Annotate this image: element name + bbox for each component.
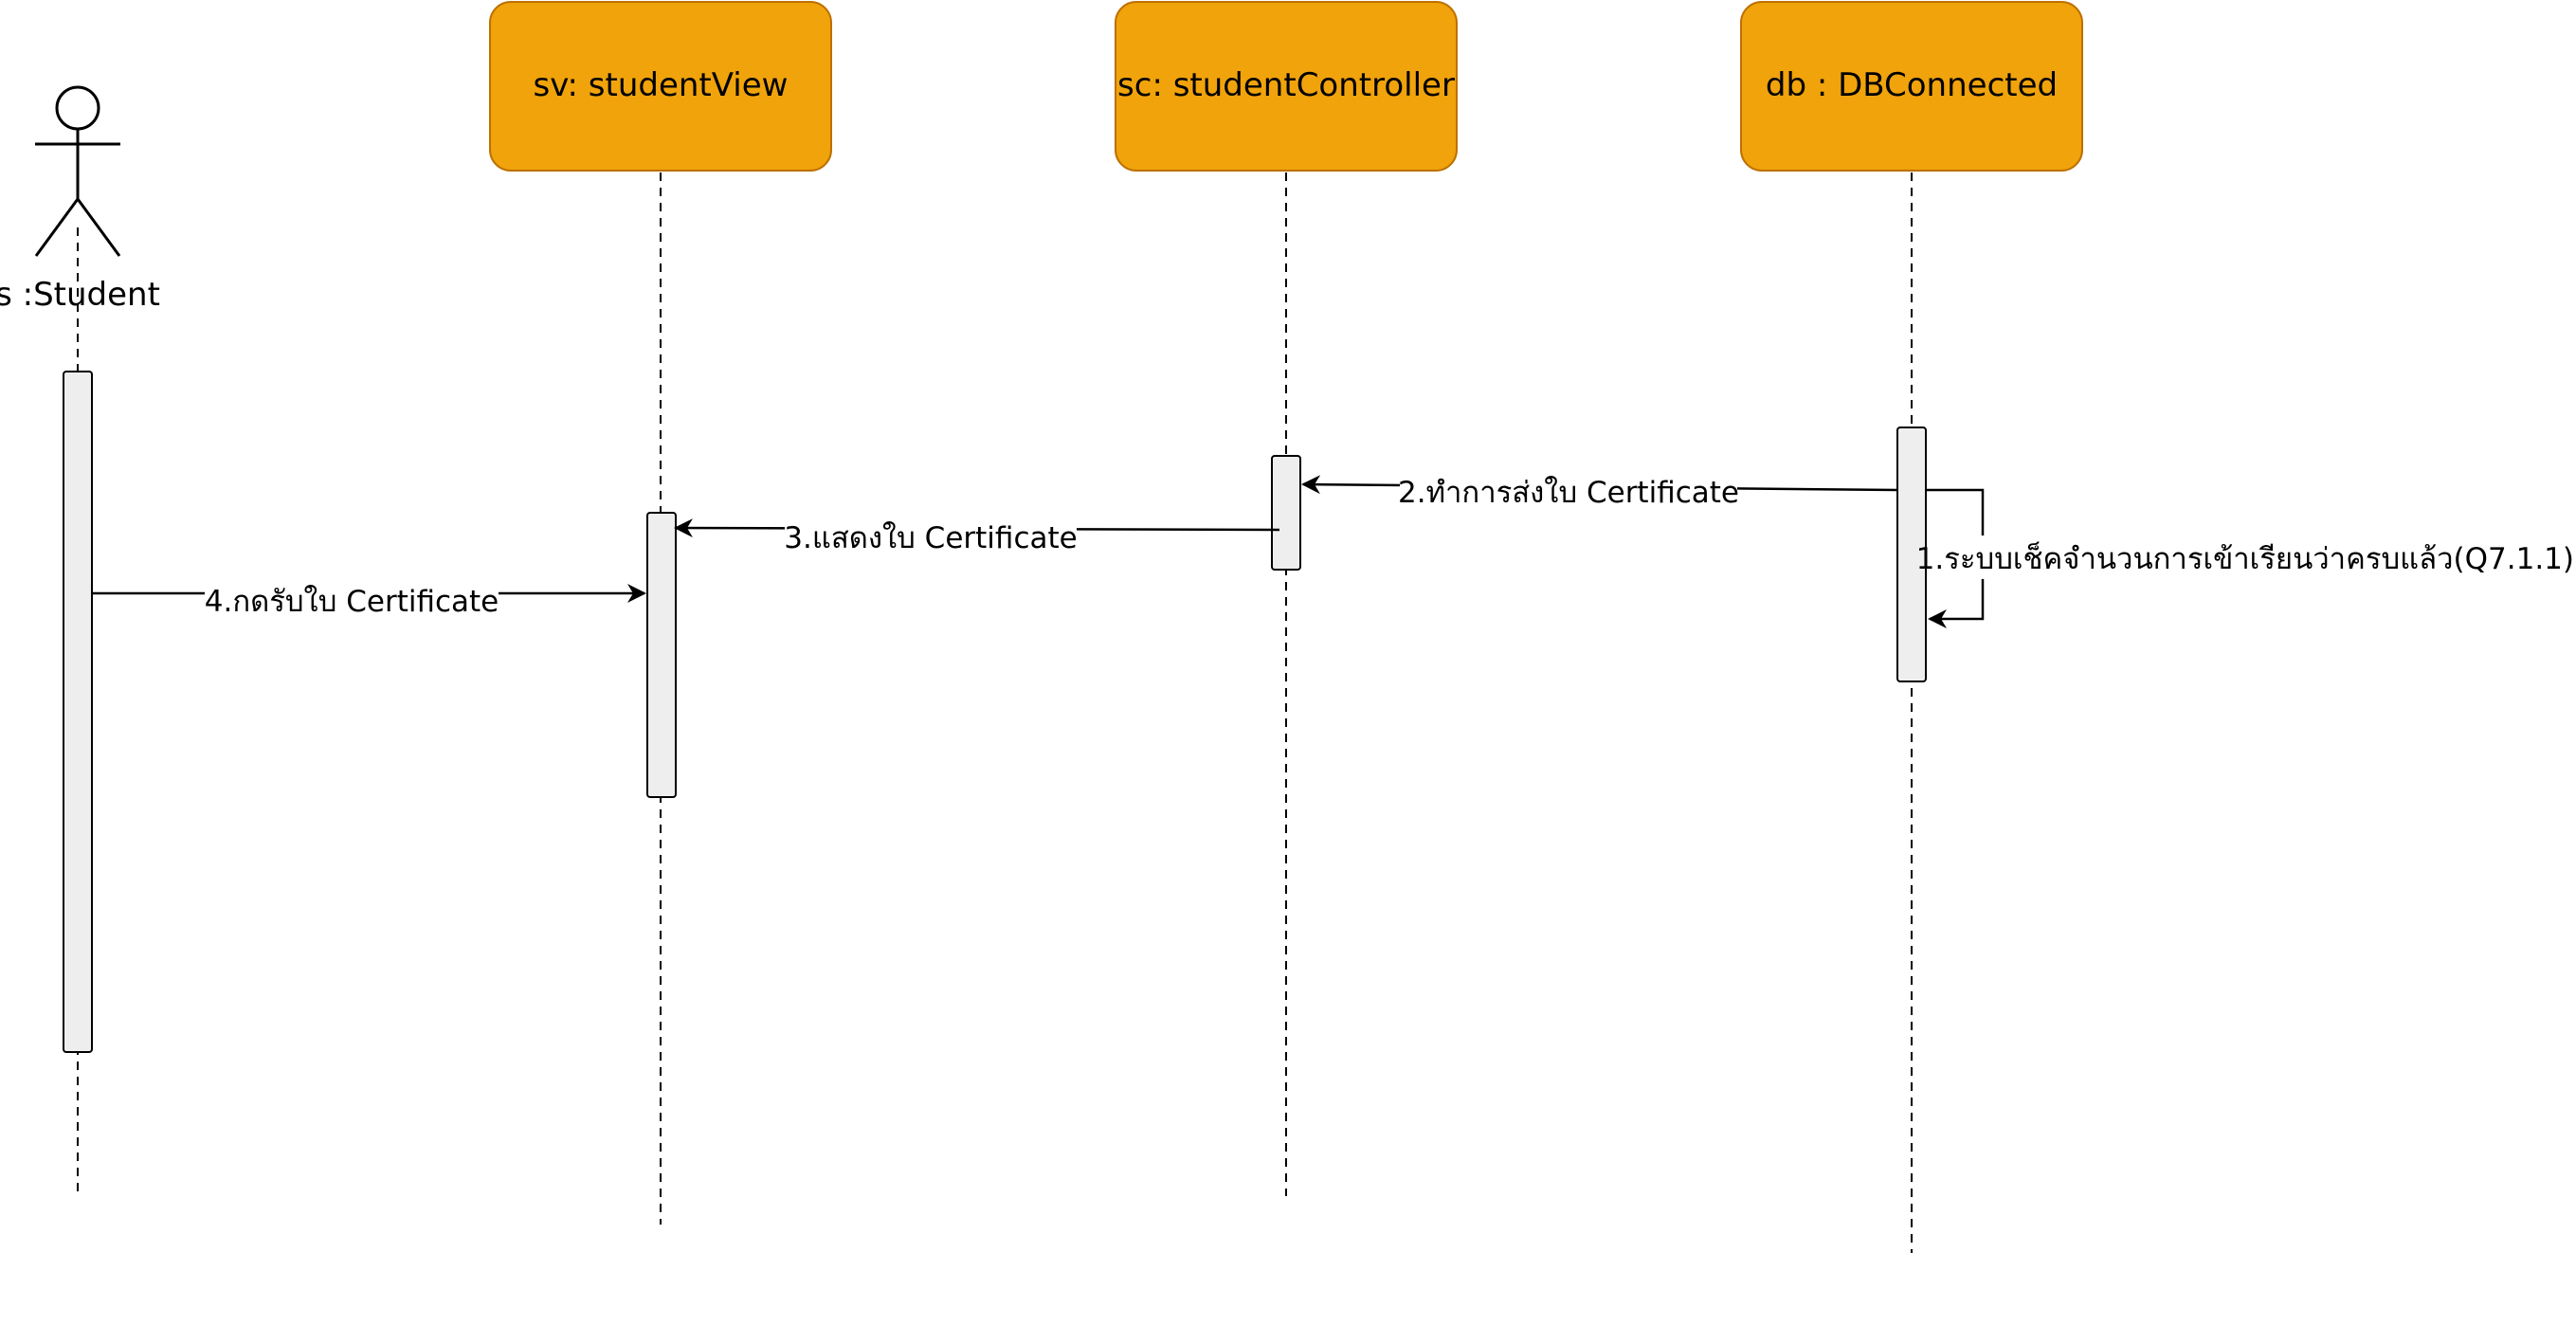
- participant-label: db : DBConnected: [1766, 66, 2058, 104]
- participant-student-view[interactable]: sv: studentView: [489, 1, 832, 1225]
- participant-box: [489, 1, 832, 172]
- message-1-label-bg: [1933, 535, 2574, 579]
- activation-student: [63, 371, 93, 1053]
- message-4[interactable]: 4.กดรับใบ Certificate: [92, 578, 646, 622]
- actor-student[interactable]: s :Student: [0, 85, 160, 1196]
- message-1[interactable]: 1.ระบบเช็คจำนวนการเข้าเรียนว่าครบแล้ว(Q7…: [1916, 488, 2574, 628]
- activation-student-view: [646, 512, 677, 798]
- message-3-label-bg: [785, 515, 1077, 558]
- message-4-label-bg: [205, 578, 499, 622]
- message-2-label: 2.ทำการส่งใบ Certificate: [1398, 476, 1739, 510]
- participant-label: sc: studentController: [1117, 66, 1455, 104]
- message-4-label: 4.กดรับใบ Certificate: [205, 585, 499, 619]
- message-3[interactable]: 3.แสดงใบ Certificate: [674, 515, 1280, 558]
- participant-box: [1115, 1, 1458, 172]
- activation-student-controller: [1271, 455, 1301, 571]
- actor-label: s :Student: [0, 276, 160, 314]
- participant-box: [1740, 1, 2083, 172]
- participant-db-connected[interactable]: db : DBConnected: [1740, 1, 2083, 1253]
- activation-db-connected: [1896, 427, 1927, 682]
- participant-student-controller[interactable]: sc: studentController: [1115, 1, 1458, 1196]
- participant-label: sv: studentView: [534, 66, 789, 104]
- message-2-label-bg: [1400, 468, 1737, 512]
- message-3-label: 3.แสดงใบ Certificate: [784, 521, 1077, 555]
- message-1-label: 1.ระบบเช็คจำนวนการเข้าเรียนว่าครบแล้ว(Q7…: [1916, 541, 2574, 576]
- stick-figure-icon: [34, 85, 121, 257]
- message-2[interactable]: 2.ทำการส่งใบ Certificate: [1301, 468, 1898, 512]
